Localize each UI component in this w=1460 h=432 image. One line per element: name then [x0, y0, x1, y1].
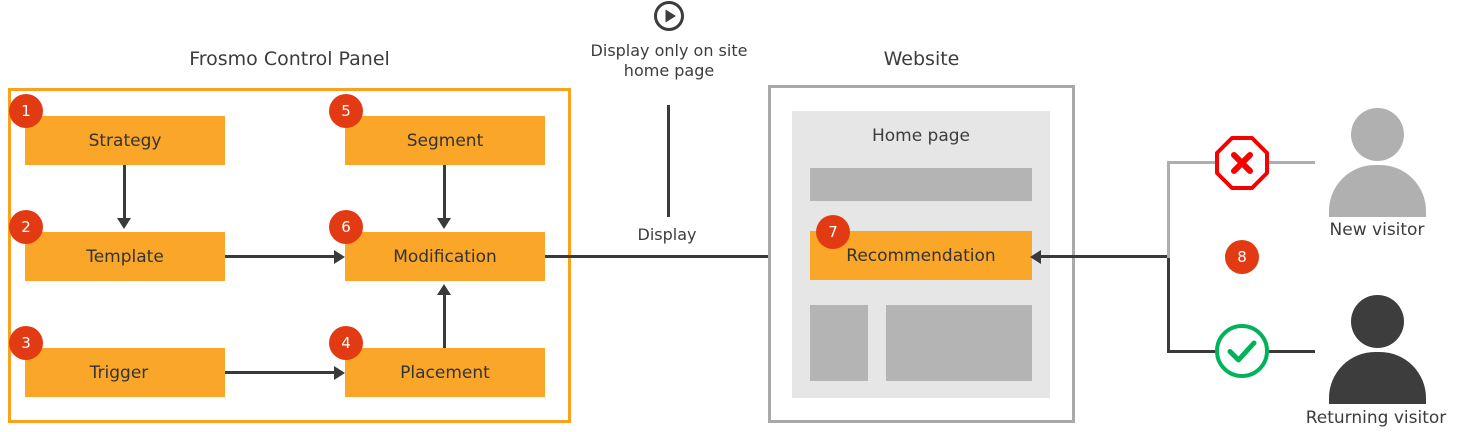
badge-6: 6 — [329, 210, 363, 244]
connector-segment-modification — [443, 165, 446, 218]
new-visitor-label: New visitor — [1329, 220, 1425, 240]
box-strategy[interactable]: Strategy — [25, 116, 225, 165]
connector-branch-vertical-dark — [1167, 255, 1170, 353]
arrowhead-strategy-template — [117, 218, 131, 229]
display-only-note: Display only on site home page — [590, 41, 748, 80]
badge-3: 3 — [9, 326, 43, 360]
badge-1-text: 1 — [21, 102, 31, 120]
box-placement[interactable]: Placement — [345, 348, 545, 397]
play-circle-icon-note — [653, 0, 685, 32]
box-strategy-label: Strategy — [88, 130, 162, 151]
connector-template-modification — [225, 255, 334, 258]
badge-5: 5 — [329, 94, 363, 128]
badge-4-text: 4 — [341, 334, 351, 352]
box-recommendation-label: Recommendation — [846, 245, 996, 266]
avatar-new-visitor-head — [1351, 108, 1404, 161]
display-label: Display — [637, 225, 697, 244]
box-trigger[interactable]: Trigger — [25, 348, 225, 397]
circle-check-icon — [1214, 323, 1270, 379]
box-modification[interactable]: Modification — [345, 232, 545, 281]
arrowhead-segment-modification — [437, 218, 451, 229]
box-modification-label: Modification — [393, 246, 497, 267]
box-template[interactable]: Template — [25, 232, 225, 281]
connector-reject-to-visitor — [1265, 161, 1315, 164]
badge-1: 1 — [9, 94, 43, 128]
badge-2-text: 2 — [21, 218, 31, 236]
avatar-returning-visitor — [1325, 295, 1429, 404]
avatar-returning-visitor-head — [1351, 295, 1404, 348]
box-trigger-label: Trigger — [89, 362, 149, 383]
website-title: Website — [883, 48, 960, 70]
connector-visitor-to-recommendation — [1041, 255, 1170, 258]
arrowhead-placement-modification — [437, 284, 451, 295]
home-page-label: Home page — [871, 126, 971, 146]
box-placement-label: Placement — [400, 362, 490, 383]
badge-2: 2 — [9, 210, 43, 244]
connector-modification-recommendation — [545, 255, 800, 258]
octagon-x-icon — [1214, 135, 1270, 191]
badge-6-text: 6 — [341, 218, 351, 236]
badge-4: 4 — [329, 326, 363, 360]
badge-7-text: 7 — [828, 223, 838, 241]
connector-branch-accept — [1167, 350, 1219, 353]
badge-8-text: 8 — [1237, 248, 1247, 266]
arrowhead-trigger-placement — [334, 365, 345, 380]
avatar-new-visitor — [1325, 108, 1429, 217]
badge-3-text: 3 — [21, 334, 31, 352]
page-block-left — [810, 305, 868, 381]
connector-note-to-display — [667, 105, 670, 217]
connector-strategy-template — [123, 165, 126, 218]
box-template-label: Template — [86, 246, 164, 267]
badge-8: 8 — [1225, 240, 1259, 274]
arrowhead-visitor-to-recommendation — [1030, 249, 1041, 264]
connector-branch-vertical-gray — [1167, 161, 1170, 258]
connector-trigger-placement — [225, 371, 334, 374]
connector-placement-modification — [443, 295, 446, 348]
page-block-hero — [810, 168, 1032, 201]
connector-branch-reject — [1167, 161, 1219, 164]
avatar-returning-visitor-body — [1329, 352, 1426, 404]
page-block-right — [886, 305, 1032, 381]
avatar-new-visitor-body — [1329, 165, 1426, 217]
control-panel-title: Frosmo Control Panel — [189, 48, 390, 70]
badge-7: 7 — [816, 215, 850, 249]
arrowhead-template-modification — [334, 249, 345, 264]
returning-visitor-label: Returning visitor — [1305, 408, 1447, 428]
badge-5-text: 5 — [341, 102, 351, 120]
box-segment[interactable]: Segment — [345, 116, 545, 165]
box-segment-label: Segment — [406, 130, 484, 151]
connector-accept-to-visitor — [1265, 350, 1315, 353]
